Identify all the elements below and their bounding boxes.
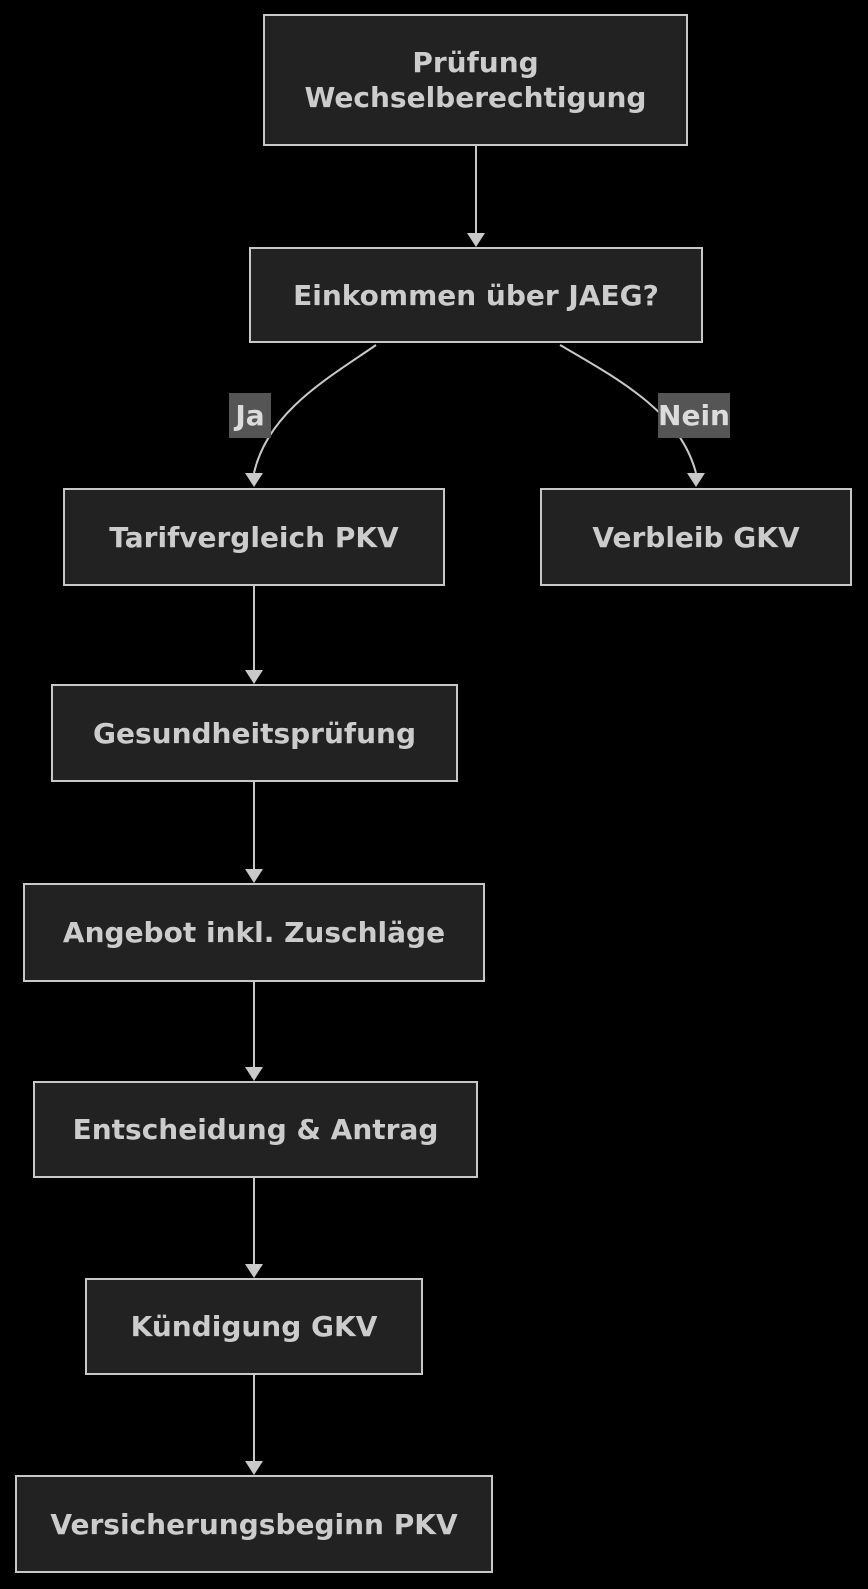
node-angebot-inkl-zuschlaege: Angebot inkl. Zuschläge [23, 883, 485, 982]
node-entscheidung-antrag: Entscheidung & Antrag [33, 1081, 478, 1178]
node-einkommen-ueber-jaeg: Einkommen über JAEG? [249, 247, 703, 343]
node-kuendigung-gkv: Kündigung GKV [85, 1278, 423, 1375]
node-label-versicherungsbeginn-pkv: Versicherungsbeginn PKV [50, 1507, 458, 1541]
node-label-kuendigung-gkv: Kündigung GKV [130, 1310, 378, 1343]
edge-gesundheitspruefung-to-angebot [245, 782, 263, 883]
node-label-verbleib-gkv: Verbleib GKV [592, 520, 800, 554]
edge-label-nein: Nein [658, 393, 730, 438]
node-label-entscheidung-antrag: Entscheidung & Antrag [72, 1113, 439, 1146]
node-label-einkommen-ueber-jaeg: Einkommen über JAEG? [293, 278, 659, 312]
node-tarifvergleich-pkv: Tarifvergleich PKV [63, 488, 445, 586]
edge-kuendigung-to-beginn [245, 1375, 263, 1475]
node-label-gesundheitspruefung: Gesundheitsprüfung [93, 716, 416, 750]
edge-angebot-to-entscheidung [245, 982, 263, 1081]
node-label-pruefung-wechselberechtigung: Prüfung Wechselberechtigung [304, 46, 647, 114]
edge-pruefung-to-einkommen [467, 146, 485, 247]
node-versicherungsbeginn-pkv: Versicherungsbeginn PKV [15, 1475, 493, 1573]
node-gesundheitspruefung: Gesundheitsprüfung [51, 684, 458, 782]
edge-label-ja: Ja [229, 393, 271, 438]
node-pruefung-wechselberechtigung: Prüfung Wechselberechtigung [263, 14, 688, 146]
node-verbleib-gkv: Verbleib GKV [540, 488, 852, 586]
node-label-angebot-inkl-zuschlaege: Angebot inkl. Zuschläge [62, 916, 446, 949]
edge-entscheidung-to-kuendigung [245, 1178, 263, 1278]
node-label-tarifvergleich-pkv: Tarifvergleich PKV [109, 520, 399, 554]
edge-tarifvergleich-to-gesundheitspruefung [245, 586, 263, 684]
